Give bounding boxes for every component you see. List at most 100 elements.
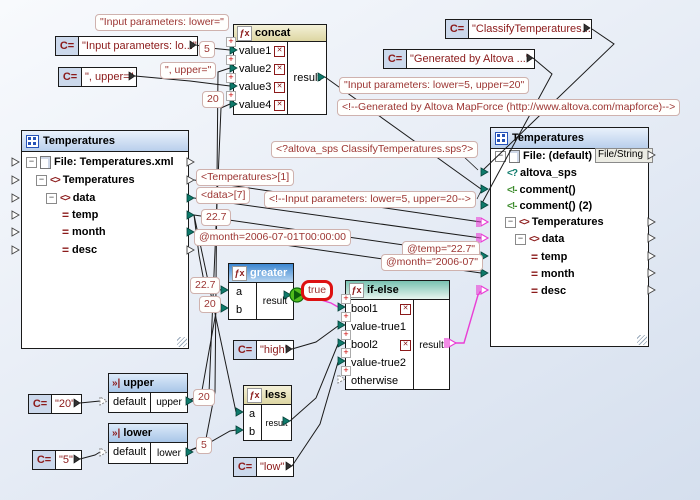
collapse-icon[interactable]: − xyxy=(495,150,506,162)
tree-row-desc[interactable]: = desc xyxy=(62,242,97,258)
tree-row-data[interactable]: − <> data xyxy=(46,190,95,206)
source-input-port-icon[interactable] xyxy=(11,210,20,220)
target-output-port-icon[interactable] xyxy=(647,285,656,295)
target-output-port-icon[interactable] xyxy=(647,233,656,243)
add-input-icon[interactable]: + xyxy=(226,73,236,83)
add-input-icon[interactable]: + xyxy=(341,312,351,322)
conn-const20-to-upper[interactable] xyxy=(79,400,101,404)
target-component-temperatures[interactable]: Temperatures − File: (default) File/Stri… xyxy=(490,127,653,347)
concat-input-value3[interactable]: value3✕ xyxy=(234,78,287,96)
add-input-icon[interactable]: + xyxy=(341,366,351,376)
delete-input-icon[interactable]: ✕ xyxy=(400,303,411,315)
source-input-port-icon[interactable] xyxy=(11,157,20,167)
greater-input-a[interactable]: a xyxy=(229,283,256,301)
function-concat[interactable]: ƒx concat value1✕ value2✕ value3✕ value4… xyxy=(233,24,327,115)
lower-output[interactable]: lower xyxy=(150,443,187,463)
tree-row-temperatures[interactable]: − <> Temperatures xyxy=(505,214,604,230)
file-string-button[interactable]: File/String xyxy=(595,148,653,163)
delete-input-icon[interactable]: ✕ xyxy=(274,81,285,93)
lower-header[interactable]: »| lower xyxy=(109,424,187,443)
greater-output-result[interactable]: result xyxy=(256,283,293,319)
delete-input-icon[interactable]: ✕ xyxy=(274,63,285,75)
tree-row-month[interactable]: = month xyxy=(62,224,106,240)
source-component-temperatures[interactable]: Temperatures − File: Temperatures.xml − … xyxy=(21,130,189,349)
tree-row-temp[interactable]: = temp xyxy=(62,207,98,223)
conn-low-to-value-true2[interactable] xyxy=(291,361,339,467)
target-output-port-icon[interactable] xyxy=(647,268,656,278)
if-else-header[interactable]: ƒx if-else xyxy=(346,281,449,300)
tree-row-data[interactable]: − <> data xyxy=(515,231,564,247)
add-input-icon[interactable]: + xyxy=(226,55,236,65)
tree-row-temperatures[interactable]: − <> Temperatures xyxy=(36,172,135,188)
tree-row-desc[interactable]: = desc xyxy=(531,283,566,299)
constant-generated-by[interactable]: C= "Generated by Altova ..." xyxy=(383,49,535,69)
add-input-icon[interactable]: + xyxy=(341,330,351,340)
input-component-upper[interactable]: »| upper default upper xyxy=(108,373,188,413)
target-month-port-icon[interactable] xyxy=(480,268,489,278)
greater-b-port-icon[interactable] xyxy=(220,303,229,313)
ifelse-value-true1-port-icon[interactable] xyxy=(337,320,346,330)
less-output-result[interactable]: result xyxy=(261,405,291,441)
source-input-port-icon[interactable] xyxy=(11,193,20,203)
if-else-output-result[interactable]: result xyxy=(413,300,449,390)
if-else-input-value-true2[interactable]: value-true2 xyxy=(346,354,413,372)
target-altova-sps-port-icon[interactable] xyxy=(480,167,489,177)
constant-upper-string[interactable]: C= ", upper=" xyxy=(58,67,137,87)
tree-row-comment[interactable]: <!- comment() xyxy=(507,182,576,198)
collapse-icon[interactable]: − xyxy=(46,192,57,204)
collapse-icon[interactable]: − xyxy=(505,216,516,228)
tree-row-temp[interactable]: = temp xyxy=(531,249,567,265)
target-desc-port-icon[interactable] xyxy=(480,284,490,296)
tree-row-comment-2[interactable]: <!- comment() (2) xyxy=(507,198,592,214)
upper-header[interactable]: »| upper xyxy=(109,374,187,393)
if-else-input-value-true1[interactable]: value-true1 xyxy=(346,318,413,336)
constant-input-parameters[interactable]: C= "Input parameters: lo..." xyxy=(55,36,198,56)
if-else-input-bool1[interactable]: bool1✕ xyxy=(346,300,413,318)
collapse-icon[interactable]: − xyxy=(26,156,37,168)
source-input-port-icon[interactable] xyxy=(11,175,20,185)
conn-const5-to-lower[interactable] xyxy=(79,451,101,460)
add-input-icon[interactable]: + xyxy=(341,348,351,358)
tree-row-altova-sps[interactable]: <? altova_sps xyxy=(507,165,577,181)
source-input-port-icon[interactable] xyxy=(11,245,20,255)
less-a-port-icon[interactable] xyxy=(235,407,244,417)
if-else-input-bool2[interactable]: bool2✕ xyxy=(346,336,413,354)
target-output-port-icon[interactable] xyxy=(647,217,656,227)
ifelse-value-true2-port-icon[interactable] xyxy=(337,356,346,366)
conn-upper-to-value4[interactable] xyxy=(185,103,231,402)
upper-output[interactable]: upper xyxy=(150,393,187,412)
conn-ifelse-to-desc-selected[interactable] xyxy=(455,290,482,344)
function-if-else[interactable]: ƒx if-else bool1✕ value-true1 bool2✕ val… xyxy=(345,280,450,390)
delete-input-icon[interactable]: ✕ xyxy=(274,99,285,111)
greater-header[interactable]: ƒx greater xyxy=(229,264,293,283)
ifelse-bool2-port-icon[interactable] xyxy=(337,338,346,348)
collapse-icon[interactable]: − xyxy=(515,233,526,245)
lower-input-default[interactable]: default xyxy=(109,443,150,461)
source-input-port-icon[interactable] xyxy=(11,227,20,237)
conn-upper-to-greater-b[interactable] xyxy=(185,307,222,402)
tree-row-file[interactable]: − File: Temperatures.xml xyxy=(26,154,174,170)
tree-row-month[interactable]: = month xyxy=(531,266,575,282)
constant-20[interactable]: C= "20" xyxy=(28,394,82,414)
constant-classify-temperatures[interactable]: C= "ClassifyTemperatures..." xyxy=(445,19,592,39)
if-else-input-otherwise[interactable]: otherwise xyxy=(346,372,413,390)
resize-handle[interactable] xyxy=(177,337,187,347)
concat-input-value1[interactable]: value1✕ xyxy=(234,42,287,60)
target-comment-port-icon[interactable] xyxy=(480,184,489,194)
constant-high[interactable]: C= "high" xyxy=(233,340,294,360)
upper-input-default[interactable]: default xyxy=(109,393,150,411)
resize-handle[interactable] xyxy=(637,335,647,345)
delete-input-icon[interactable]: ✕ xyxy=(400,339,411,351)
ifelse-otherwise-port-icon[interactable] xyxy=(337,374,347,384)
target-component-titlebar[interactable]: Temperatures xyxy=(491,128,648,149)
add-input-icon[interactable]: + xyxy=(226,37,236,47)
input-component-lower[interactable]: »| lower default lower xyxy=(108,423,188,464)
concat-output-result[interactable]: result xyxy=(287,42,326,114)
greater-a-port-icon[interactable] xyxy=(220,285,229,295)
constant-low[interactable]: C= "low" xyxy=(233,457,294,477)
conn-high-to-value-true1[interactable] xyxy=(291,325,339,350)
ifelse-result-port-icon[interactable] xyxy=(448,337,458,349)
upper-default-port-icon[interactable] xyxy=(99,396,109,406)
tree-row-file-default[interactable]: − File: (default) xyxy=(495,148,592,164)
concat-header[interactable]: ƒx concat xyxy=(234,25,326,42)
